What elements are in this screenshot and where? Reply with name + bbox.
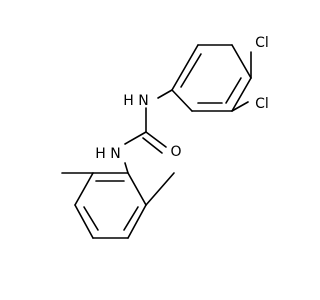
atom-oxygen-label: O — [170, 144, 181, 160]
atom-nh-upper-label: H N — [123, 93, 148, 109]
molecule-structure-diagram: Cl Cl H N H N O — [61, 35, 269, 239]
ring-double-bond — [225, 77, 242, 104]
bond-n-ring — [157, 89, 173, 99]
bond-methyl-right — [145, 172, 175, 206]
bond-cl-bottom — [231, 101, 249, 112]
bond-carbonyl-o — [145, 131, 167, 148]
ring-bond — [231, 77, 252, 112]
ring-bond — [171, 44, 199, 91]
ring-bond — [231, 44, 252, 79]
bond-carbonyl-o-double — [142, 137, 163, 154]
dichlorophenyl-ring — [171, 44, 252, 112]
ring-double-bond — [123, 206, 139, 231]
dimethylphenyl-ring — [74, 172, 147, 239]
atom-cl-bottom-label: Cl — [255, 96, 269, 112]
ring-double-bond — [83, 206, 99, 231]
atom-cl-top-label: Cl — [255, 35, 269, 51]
ring-bond — [74, 172, 94, 206]
bond-carbonyl-n — [124, 131, 147, 145]
atom-nh-lower-label: H N — [95, 146, 120, 162]
ring-double-bond — [180, 53, 202, 88]
ring-bond — [74, 204, 94, 239]
ring-bond — [127, 172, 147, 206]
bond-n-lower-ring — [124, 162, 129, 174]
ring-bond — [127, 204, 147, 239]
ring-bond — [171, 89, 193, 112]
